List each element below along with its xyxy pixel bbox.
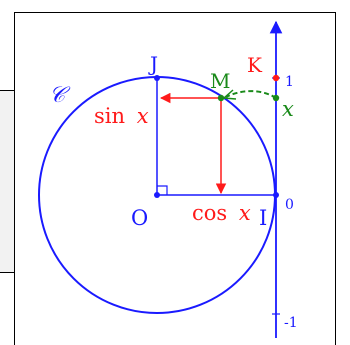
point-K-dot [272, 74, 280, 82]
right-angle-marker [157, 185, 168, 195]
point-J-dot [154, 75, 160, 81]
cos-label: cos x [192, 201, 251, 225]
point-M-dot [217, 94, 225, 102]
curve-label: 𝒞 [49, 83, 71, 108]
label-I: I [259, 206, 267, 230]
point-O-dot [154, 192, 160, 198]
tick-label-neg1: -1 [284, 315, 298, 331]
cos-label-fn: cos [192, 201, 227, 225]
label-M: M [210, 69, 230, 93]
tick-label-1: 1 [285, 74, 294, 90]
point-x-dot [272, 94, 280, 102]
side-panel [0, 90, 14, 273]
cos-label-var: x [239, 201, 251, 225]
axis-x-label: x [282, 97, 294, 121]
tick-label-0: 0 [285, 197, 294, 213]
point-I-dot [273, 192, 279, 198]
label-J: J [148, 52, 158, 76]
label-K: K [247, 53, 263, 77]
sin-label-var: x [137, 104, 149, 128]
label-O: O [131, 206, 148, 230]
figure-frame [14, 12, 336, 345]
sin-label-fn: sin [94, 104, 125, 128]
wrapping-arc [225, 90, 277, 99]
sin-label: sin x [94, 104, 149, 128]
